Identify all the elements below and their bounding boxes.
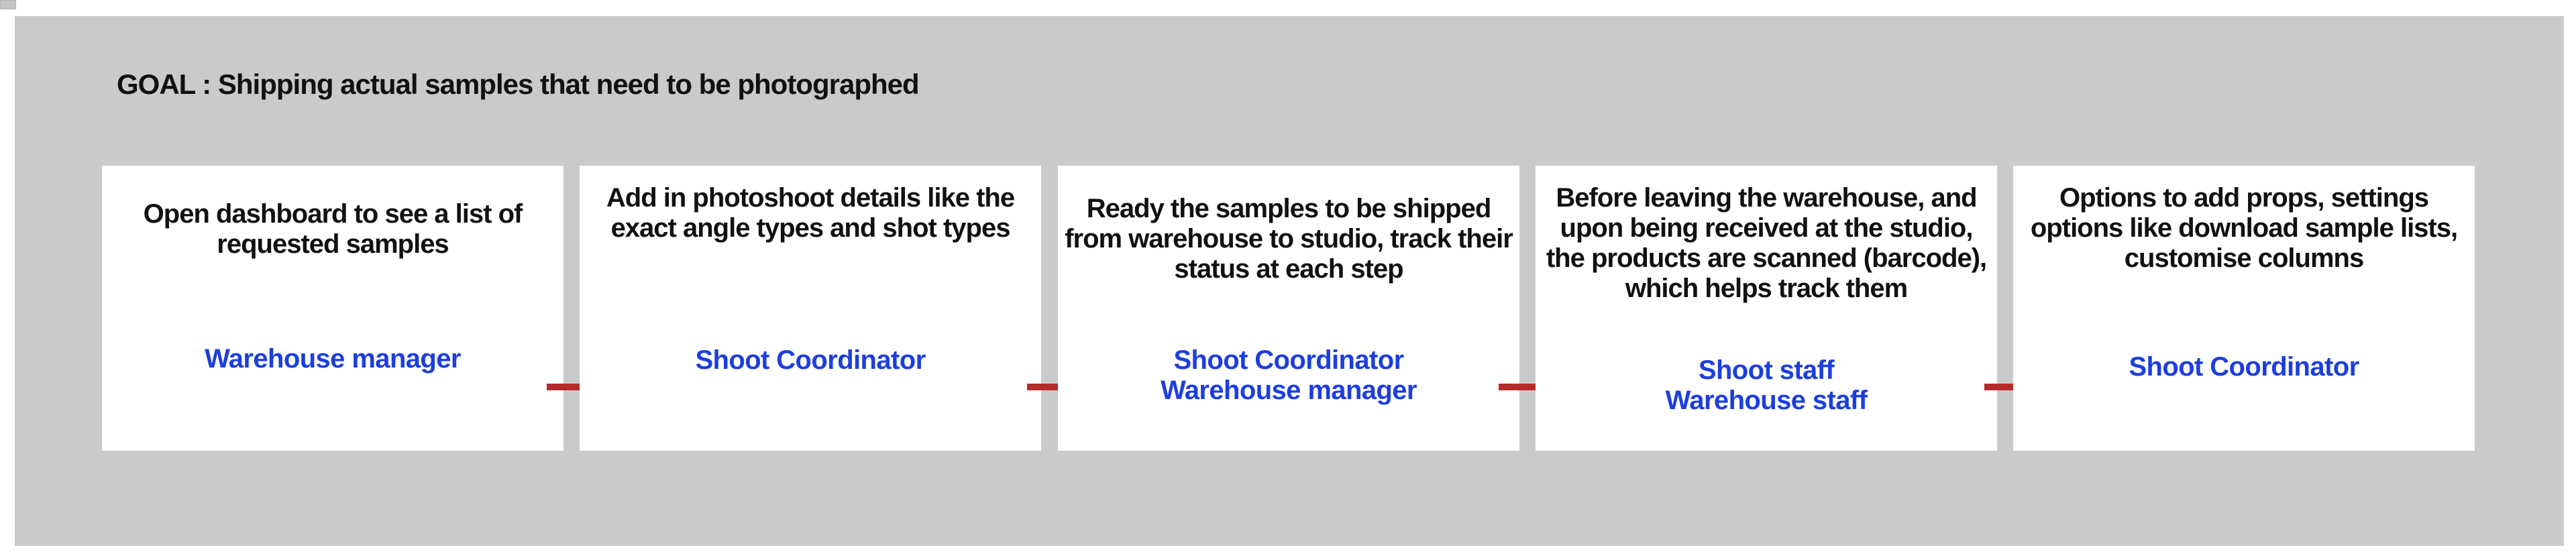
step-3-description: Ready the samples to be shipped from war…: [1065, 194, 1513, 284]
diagram-canvas: GOAL : Shipping actual samples that need…: [15, 16, 2564, 546]
frame-label-tag: [0, 0, 16, 9]
step-4-description: Before leaving the warehouse, and upon b…: [1546, 183, 1987, 303]
step-card-4: Before leaving the warehouse, and upon b…: [1536, 166, 1997, 451]
step-4-role-1: Shoot staff: [1698, 355, 1835, 385]
step-2-description: Add in photoshoot details like the exact…: [606, 183, 1015, 243]
step-card-1: Open dashboard to see a list of requeste…: [102, 166, 564, 451]
step-4-role-2: Warehouse staff: [1665, 386, 1868, 415]
step-3-roles: Shoot Coordinator Warehouse manager: [1065, 345, 1513, 406]
step-5-roles: Shoot Coordinator: [2020, 352, 2468, 382]
step-1-role-1: Warehouse manager: [205, 344, 461, 374]
step-1-roles: Warehouse manager: [109, 344, 557, 374]
step-4-roles: Shoot staff Warehouse staff: [1542, 355, 1990, 416]
step-2-roles: Shoot Coordinator: [586, 345, 1034, 376]
step-card-3: Ready the samples to be shipped from war…: [1058, 166, 1519, 451]
step-1-description: Open dashboard to see a list of requeste…: [143, 199, 523, 259]
step-3-role-2: Warehouse manager: [1161, 376, 1417, 405]
step-5-role-1: Shoot Coordinator: [2129, 352, 2359, 382]
step-card-5: Options to add props, settings options l…: [2013, 166, 2475, 451]
step-2-role-1: Shoot Coordinator: [695, 345, 926, 375]
step-card-2: Add in photoshoot details like the exact…: [580, 166, 1041, 451]
goal-title: GOAL : Shipping actual samples that need…: [117, 68, 920, 100]
step-3-role-1: Shoot Coordinator: [1173, 345, 1404, 375]
step-5-description: Options to add props, settings options l…: [2030, 183, 2458, 273]
